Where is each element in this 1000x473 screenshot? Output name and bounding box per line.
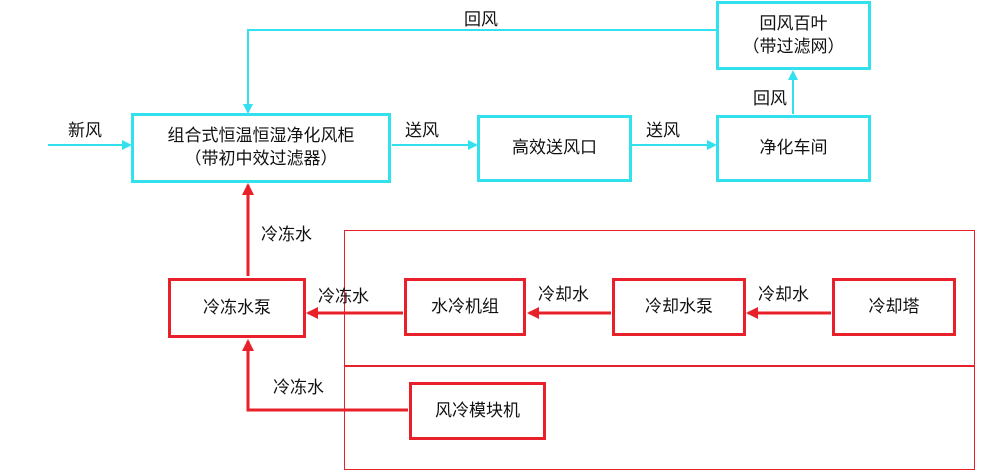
clean-room-label: 净化车间 bbox=[759, 138, 828, 159]
chiller-label: 水冷机组 bbox=[431, 296, 499, 317]
chw-to-ahu-label: 冷冻水 bbox=[261, 225, 312, 245]
cooling-tower-label: 冷却塔 bbox=[868, 296, 920, 317]
chiller-node: 水冷机组 bbox=[404, 278, 526, 336]
ahu-node: 组合式恒温恒湿净化风柜 （带初中效过滤器） bbox=[131, 113, 391, 183]
return-louver-label: 回风百叶 bbox=[759, 13, 828, 34]
return-air-side-label: 回风 bbox=[753, 89, 787, 109]
air-cooled-group-frame bbox=[344, 366, 975, 470]
module-to-pump-label: 冷冻水 bbox=[273, 378, 324, 398]
return-air-top-label: 回风 bbox=[464, 10, 498, 30]
ahu-sublabel: （带初中效过滤器） bbox=[184, 149, 338, 169]
cw-pump-node: 冷却水泵 bbox=[612, 278, 746, 336]
return-louver-sublabel: （带过滤网） bbox=[742, 36, 845, 57]
module-to-pump-arrow bbox=[242, 339, 408, 412]
chw-pump-label: 冷冻水泵 bbox=[203, 297, 271, 318]
return-louver-node: 回风百叶 （带过滤网） bbox=[716, 1, 871, 70]
cw-pump-to-chiller-label: 冷却水 bbox=[538, 285, 589, 305]
fresh-air-label: 新风 bbox=[68, 121, 102, 141]
ahu-label: 组合式恒温恒湿净化风柜 bbox=[167, 126, 355, 147]
supply-outlet-label: 高效送风口 bbox=[512, 138, 597, 159]
chiller-to-pump-label: 冷冻水 bbox=[318, 287, 369, 307]
tower-to-cw-pump-label: 冷却水 bbox=[758, 285, 809, 305]
chw-pump-node: 冷冻水泵 bbox=[168, 278, 306, 338]
return-air-arrow-top bbox=[243, 29, 716, 114]
supply-outlet-node: 高效送风口 bbox=[477, 115, 632, 182]
cw-pump-label: 冷却水泵 bbox=[645, 296, 713, 317]
supply-air-label-2: 送风 bbox=[646, 121, 680, 141]
cooling-tower-node: 冷却塔 bbox=[832, 278, 956, 336]
air-cooled-module-node: 风冷模块机 bbox=[409, 382, 546, 440]
clean-room-node: 净化车间 bbox=[716, 115, 871, 182]
water-cooled-group-frame bbox=[344, 230, 975, 366]
supply-air-label-1: 送风 bbox=[405, 121, 439, 141]
air-cooled-module-label: 风冷模块机 bbox=[435, 400, 520, 421]
